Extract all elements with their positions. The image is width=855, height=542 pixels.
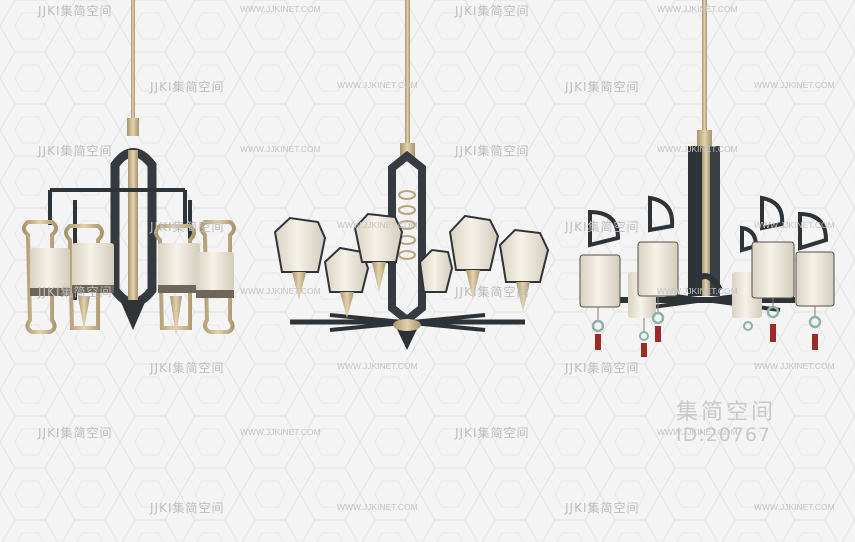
watermark-brand: JJKI集简空间 xyxy=(38,426,113,440)
watermark-brand: JJKI集简空间 xyxy=(150,501,225,515)
watermark-url: WWW.JJKINET.COM xyxy=(240,4,321,14)
stamp-id: ID:20767 xyxy=(676,424,772,446)
watermark-url: WWW.JJKINET.COM xyxy=(337,80,418,90)
watermark-brand: JJKI集简空间 xyxy=(150,361,225,375)
watermark-brand: JJKI集简空间 xyxy=(565,501,640,515)
watermark-brand: JJKI集简空间 xyxy=(565,220,640,234)
left-chandelier xyxy=(22,0,236,336)
id-stamp: 集简空间 ID:20767 xyxy=(676,394,776,446)
watermark-brand: JJKI集简空间 xyxy=(38,4,113,18)
watermark-url: WWW.JJKINET.COM xyxy=(657,144,738,154)
watermark-url: WWW.JJKINET.COM xyxy=(657,427,738,437)
watermark-url: WWW.JJKINET.COM xyxy=(754,361,835,371)
watermark-url: WWW.JJKINET.COM xyxy=(240,427,321,437)
watermark-url: WWW.JJKINET.COM xyxy=(240,144,321,154)
watermark-brand: JJKI集简空间 xyxy=(455,4,530,18)
watermark-brand: JJKI集简空间 xyxy=(455,144,530,158)
watermark-brand: JJKI集简空间 xyxy=(38,285,113,299)
right-chandelier xyxy=(579,0,835,357)
watermark-brand: JJKI集简空间 xyxy=(565,80,640,94)
watermark-url: WWW.JJKINET.COM xyxy=(337,502,418,512)
watermark-brand: JJKI集简空间 xyxy=(150,80,225,94)
watermark-url: WWW.JJKINET.COM xyxy=(240,286,321,296)
stamp-title: 集简空间 xyxy=(676,400,777,425)
watermark-url: WWW.JJKINET.COM xyxy=(337,220,418,230)
watermark-brand: JJKI集简空间 xyxy=(455,426,530,440)
watermark-url: WWW.JJKINET.COM xyxy=(754,80,835,90)
watermark-url: WWW.JJKINET.COM xyxy=(337,361,418,371)
watermark-url: WWW.JJKINET.COM xyxy=(657,286,738,296)
watermark-brand: JJKI集简空间 xyxy=(150,220,225,234)
watermark-url: WWW.JJKINET.COM xyxy=(754,502,835,512)
watermark-brand: JJKI集简空间 xyxy=(455,285,530,299)
watermark-url: WWW.JJKINET.COM xyxy=(754,220,835,230)
middle-chandelier xyxy=(273,0,550,350)
watermark-brand: JJKI集简空间 xyxy=(565,361,640,375)
watermark-brand: JJKI集简空间 xyxy=(38,144,113,158)
watermark-url: WWW.JJKINET.COM xyxy=(657,4,738,14)
